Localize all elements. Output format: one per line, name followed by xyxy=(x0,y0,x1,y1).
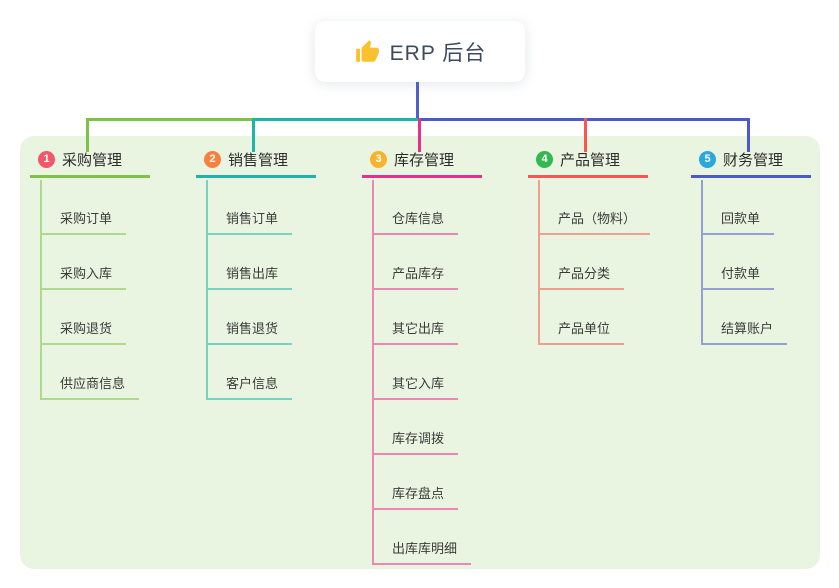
mindmap-node-label[interactable]: 供应商信息 xyxy=(42,373,140,400)
child-row: 供应商信息 xyxy=(42,345,140,400)
child-row: 产品（物料） xyxy=(540,180,651,235)
child-row: 采购退货 xyxy=(42,290,139,345)
branch-header-4[interactable]: 4 产品管理 xyxy=(528,149,648,178)
trunk-line xyxy=(252,118,421,121)
branch-header-3[interactable]: 3 库存管理 xyxy=(362,149,482,178)
branch-drop-line xyxy=(418,118,421,152)
branch-title-label: 采购管理 xyxy=(62,152,123,169)
mindmap-node-label[interactable]: 产品分类 xyxy=(540,263,625,290)
branch-header-2[interactable]: 2 销售管理 xyxy=(196,149,316,178)
mindmap-node-label[interactable]: 采购入库 xyxy=(42,263,127,290)
child-row: 采购入库 xyxy=(42,235,139,290)
child-row: 产品分类 xyxy=(540,235,650,290)
child-row: 库存盘点 xyxy=(374,455,471,510)
child-row: 销售出库 xyxy=(208,235,293,290)
mindmap-node-label[interactable]: 采购订单 xyxy=(42,208,127,235)
branch-children-group: 回款单付款单结算账户 xyxy=(701,180,788,345)
branch-header-5[interactable]: 5 财务管理 xyxy=(691,149,811,178)
child-row: 结算账户 xyxy=(703,290,788,345)
mindmap-node-label[interactable]: 产品单位 xyxy=(540,318,625,345)
mindmap-node-label[interactable]: 销售出库 xyxy=(208,263,293,290)
mindmap-node-label[interactable]: 销售退货 xyxy=(208,318,293,345)
branch-drop-line xyxy=(584,118,587,152)
child-row: 回款单 xyxy=(703,180,787,235)
child-row: 产品单位 xyxy=(540,290,650,345)
branch-number-badge: 2 xyxy=(204,151,221,168)
child-row: 库存调拨 xyxy=(374,400,471,455)
root-connector-line xyxy=(416,82,419,121)
mindmap-node-label[interactable]: 库存盘点 xyxy=(374,483,459,510)
branch-number-badge: 3 xyxy=(370,151,387,168)
child-row: 其它出库 xyxy=(374,290,471,345)
branch-number-badge: 4 xyxy=(536,151,553,168)
child-row: 付款单 xyxy=(703,235,787,290)
branch-title-label: 销售管理 xyxy=(228,152,289,169)
branch-title-label: 产品管理 xyxy=(560,152,621,169)
trunk-line xyxy=(86,118,255,121)
child-row: 产品库存 xyxy=(374,235,471,290)
branches-panel xyxy=(20,136,820,569)
mindmap-node-label[interactable]: 采购退货 xyxy=(42,318,127,345)
branch-title-label: 库存管理 xyxy=(394,152,455,169)
root-node-label: ERP 后台 xyxy=(389,41,487,65)
mindmap-node-label[interactable]: 付款单 xyxy=(703,263,775,290)
mindmap-node-label[interactable]: 客户信息 xyxy=(208,373,293,400)
branch-children-group: 产品（物料） 产品分类产品单位 xyxy=(538,180,651,345)
branch-title-label: 财务管理 xyxy=(723,152,784,169)
branch-number-badge: 1 xyxy=(38,151,55,168)
child-row: 采购订单 xyxy=(42,180,139,235)
branch-children-group: 采购订单采购入库采购退货供应商信息 xyxy=(40,180,140,400)
child-row: 其它入库 xyxy=(374,345,471,400)
mindmap-node-label[interactable]: 回款单 xyxy=(703,208,775,235)
mindmap-node-label[interactable]: 仓库信息 xyxy=(374,208,459,235)
mindmap-node-label[interactable]: 其它出库 xyxy=(374,318,459,345)
mindmap-node-label[interactable]: 出库库明细 xyxy=(374,538,472,565)
branch-children-group: 销售订单销售出库销售退货客户信息 xyxy=(206,180,293,400)
child-row: 仓库信息 xyxy=(374,180,471,235)
thumbs-up-icon xyxy=(354,39,380,65)
branch-drop-line xyxy=(86,118,89,152)
root-node[interactable]: ERP 后台 xyxy=(315,21,525,82)
branch-number-badge: 5 xyxy=(699,151,716,168)
branch-header-1[interactable]: 1 采购管理 xyxy=(30,149,150,178)
branch-children-group: 仓库信息产品库存其它出库其它入库库存调拨库存盘点出库库明细 xyxy=(372,180,472,565)
mindmap-node-label[interactable]: 库存调拨 xyxy=(374,428,459,455)
mindmap-node-label[interactable]: 其它入库 xyxy=(374,373,459,400)
branch-drop-line xyxy=(252,118,255,152)
child-row: 客户信息 xyxy=(208,345,293,400)
branch-drop-line xyxy=(747,118,750,152)
child-row: 出库库明细 xyxy=(374,510,472,565)
mindmap-node-label[interactable]: 产品库存 xyxy=(374,263,459,290)
child-row: 销售退货 xyxy=(208,290,293,345)
mindmap-node-label[interactable]: 结算账户 xyxy=(703,318,788,345)
mindmap-node-label[interactable]: 产品（物料） xyxy=(540,208,651,235)
mindmap-node-label[interactable]: 销售订单 xyxy=(208,208,293,235)
child-row: 销售订单 xyxy=(208,180,293,235)
